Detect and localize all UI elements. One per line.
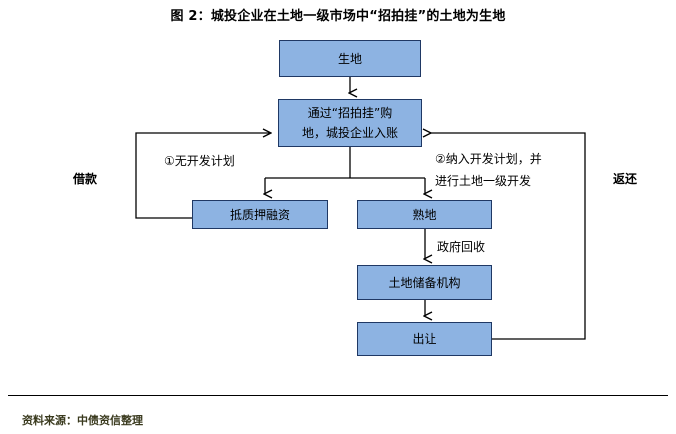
footer-divider bbox=[8, 395, 668, 396]
node-purchase-line2: 地，城投企业入账 bbox=[301, 126, 398, 140]
figure-title: 图 2：城投企业在土地一级市场中“招拍挂”的土地为生地 bbox=[170, 9, 506, 24]
edge-label-branch-two-line2: 进行土地一级开发 bbox=[435, 174, 532, 188]
edge-label-borrow: 借款 bbox=[73, 172, 98, 186]
node-pledge-financing-label: 抵质押融资 bbox=[229, 207, 290, 222]
node-pledge-financing[interactable]: 抵质押融资 bbox=[192, 200, 328, 229]
node-raw-land-label: 生地 bbox=[337, 51, 362, 66]
node-transfer[interactable]: 出让 bbox=[357, 322, 492, 356]
source-note: 资料来源：中债资信整理 bbox=[22, 414, 143, 427]
edge-label-branch-one: ①无开发计划 bbox=[164, 154, 235, 168]
node-purchase-text: 通过“招拍挂”购 地，城投企业入账 bbox=[283, 103, 417, 143]
edge-label-government-recovery: 政府回收 bbox=[437, 240, 486, 254]
node-transfer-label: 出让 bbox=[412, 332, 437, 346]
node-ripe-land-label: 熟地 bbox=[412, 207, 437, 222]
node-raw-land[interactable]: 生地 bbox=[279, 40, 421, 77]
node-land-reserve-institution-label: 土地储备机构 bbox=[388, 275, 461, 290]
node-purchase-line1: 通过“招拍挂”购 bbox=[307, 106, 393, 120]
node-purchase-via-auction[interactable]: 通过“招拍挂”购 地，城投企业入账 bbox=[278, 99, 422, 147]
node-land-reserve-institution[interactable]: 土地储备机构 bbox=[357, 265, 492, 300]
edge-label-branch-two-line1: ②纳入开发计划，并 bbox=[435, 152, 542, 166]
edge-label-return: 返还 bbox=[613, 172, 638, 186]
node-ripe-land[interactable]: 熟地 bbox=[357, 200, 492, 229]
